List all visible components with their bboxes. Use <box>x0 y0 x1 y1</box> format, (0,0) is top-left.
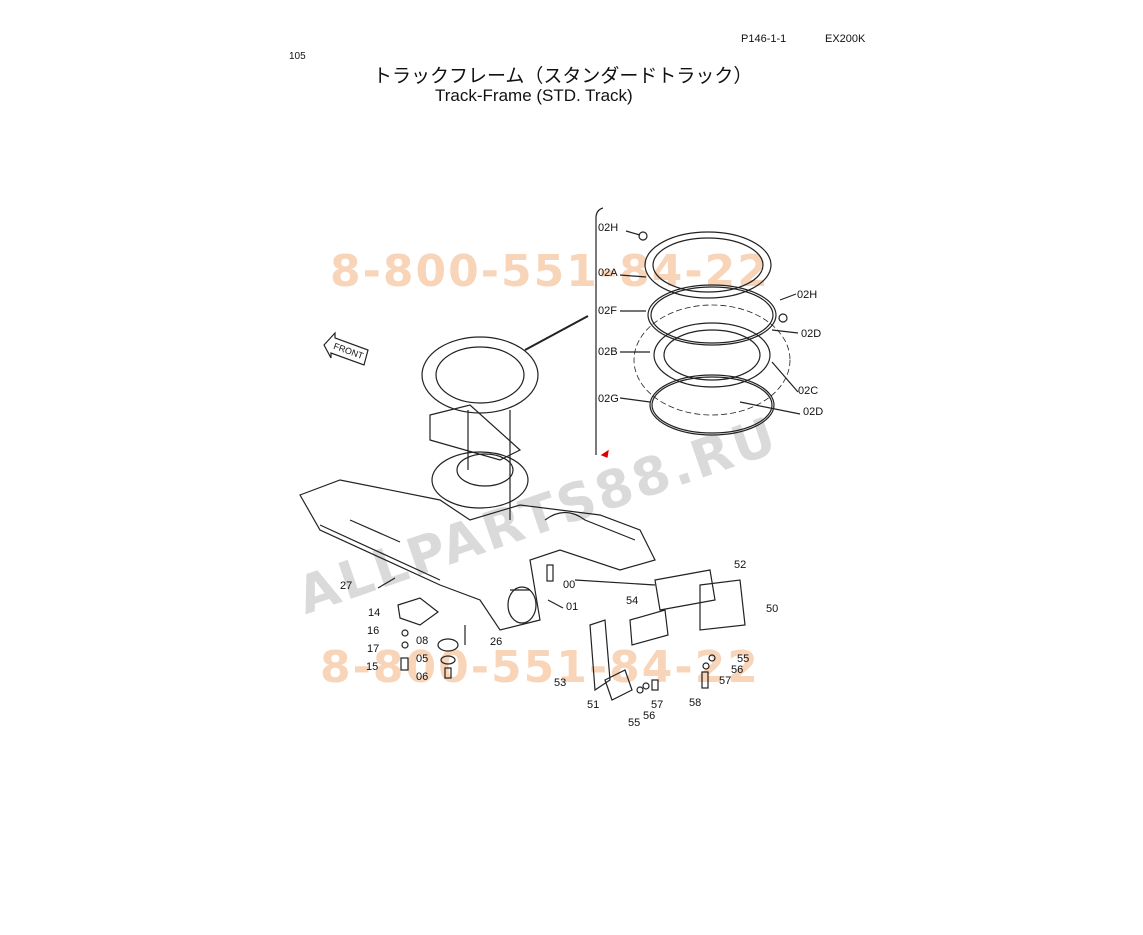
part-label: 52 <box>734 559 747 571</box>
track-frame <box>299 404 656 631</box>
part-label: 02A <box>598 267 618 279</box>
part-label: 02H <box>797 289 818 301</box>
part-label: 01 <box>566 601 579 613</box>
part-label: 54 <box>626 595 639 607</box>
part-label: 14 <box>368 607 381 619</box>
part-label: 53 <box>554 677 567 689</box>
model-code: EX200K <box>825 33 866 45</box>
front-arrow-icon <box>323 331 369 366</box>
part-label: 08 <box>416 635 429 647</box>
part-label: 57 <box>719 675 732 687</box>
page-number: 105 <box>289 51 306 62</box>
part-label: 50 <box>766 603 779 615</box>
part-label: 02G <box>598 393 619 405</box>
marker-icon <box>600 449 609 458</box>
part-label: 02F <box>598 305 617 317</box>
part-label: 00 <box>563 579 576 591</box>
part-label: 26 <box>490 636 503 648</box>
part-label: 16 <box>367 625 380 637</box>
part-label: 06 <box>416 671 429 683</box>
title-english: Track-Frame (STD. Track) <box>435 86 633 105</box>
part-label: 02D <box>803 406 824 418</box>
watermark-phone-bottom: 8-800-551-84-22 <box>320 642 760 693</box>
group-bracket <box>595 207 604 455</box>
part-label: 56 <box>643 710 656 722</box>
part-label: 57 <box>651 699 664 711</box>
swing-bearing-exploded <box>625 230 801 436</box>
part-label: 51 <box>587 699 600 711</box>
part-label: 56 <box>731 664 744 676</box>
part-label: 02B <box>598 346 618 358</box>
part-label: 15 <box>366 661 379 673</box>
small-parts <box>377 564 746 701</box>
part-label: 55 <box>737 653 750 665</box>
page-code: P146-1-1 <box>741 33 787 45</box>
swing-bearing-ring <box>421 336 539 520</box>
part-label: 58 <box>689 697 702 709</box>
part-label: 05 <box>416 653 429 665</box>
part-label: 02C <box>798 385 819 397</box>
title-japanese: トラックフレーム（スタンダードトラック） <box>373 65 753 87</box>
part-label: 02H <box>598 222 619 234</box>
part-label: 17 <box>367 643 380 655</box>
part-label: 02D <box>801 328 822 340</box>
part-label: 27 <box>340 580 353 592</box>
part-label: 55 <box>628 717 641 729</box>
